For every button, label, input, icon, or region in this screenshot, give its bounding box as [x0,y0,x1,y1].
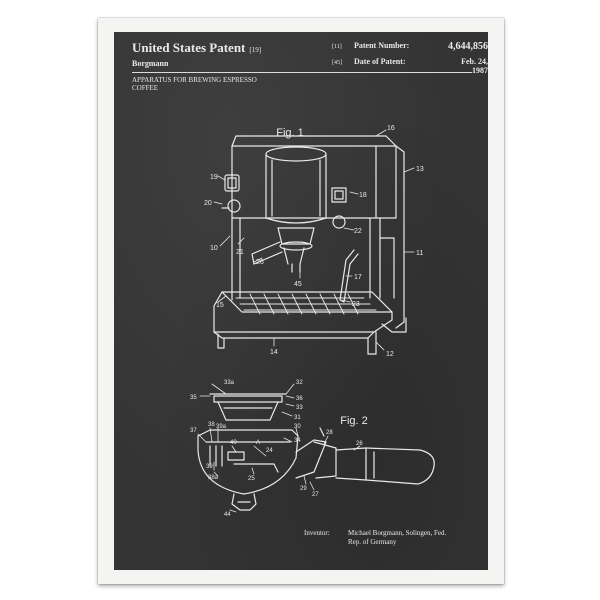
inventor-block: Inventor:Michael Borgmann, Solingen, Fed… [304,529,447,546]
inventor-surname: Borgmann [132,59,169,68]
patent-drawing: Fig. 1 Fig. 2 16 13 19 18 20 22 11 10 21… [190,125,435,518]
ref-label: 26 [256,259,264,266]
ref-label: 39 [206,464,213,470]
ref-label: 34 [294,438,301,444]
espresso-machine-drawing [213,135,407,355]
ref-label: 25 [248,476,255,482]
ref-label: 37 [190,428,197,434]
ref-label: 24 [266,448,273,454]
ref-label: 13 [416,166,424,173]
ref-label: 36 [296,396,303,402]
ref-label: A [256,440,260,446]
ref-label: 29 [300,486,307,492]
ref-label: 40 [230,440,237,446]
patent-date-row: [45]Date of Patent:Feb. 24, 1987 [332,57,488,75]
ref-label: 26 [356,441,363,447]
ref-label: 33 [296,405,303,411]
ref-label: 17 [354,274,362,281]
ref-label: 32 [296,380,303,386]
ref-label: 33a [224,380,235,386]
patent-date: Feb. 24, 1987 [461,57,488,75]
ref-label: 35 [190,395,197,401]
patent-number-row: [11]Patent Number:4,644,856 [332,41,488,52]
patent-poster: United States Patent[19] Borgmann [11]Pa… [114,32,488,570]
ref-label: 19 [210,174,218,181]
ref-label: 45 [294,281,302,288]
ref-label: 22 [354,228,362,235]
ref-label: 10 [210,245,218,252]
ref-label: 38a [208,475,219,481]
ref-label: 20 [204,200,212,207]
ref-label: 16 [387,125,395,132]
ref-label: 15 [216,302,224,309]
patent-title: United States Patent[19] [132,40,262,55]
ref-label: 27 [312,492,319,498]
poster-frame: United States Patent[19] Borgmann [11]Pa… [98,18,504,584]
fig1-label: Fig. 1 [276,127,304,139]
ref-label: 21 [236,249,244,256]
ref-label: 38 [208,422,215,428]
ref-label: 23 [352,301,360,308]
ref-label: 44 [224,512,231,518]
ref-label: 12 [386,351,394,358]
portafilter-drawing [197,393,435,511]
header-divider [132,72,472,73]
fig2-label: Fig. 2 [340,415,368,427]
ref-label: 39a [216,424,227,430]
ref-label: 28 [326,430,333,436]
ref-label: 14 [270,349,278,356]
ref-label: 31 [294,415,301,421]
patent-number: 4,644,856 [448,41,488,52]
patent-description: APPARATUS FOR BREWING ESPRESSO COFFEE [132,76,257,92]
ref-label: 18 [359,192,367,199]
ref-label: 11 [416,250,423,257]
ref-label: 30 [294,424,301,430]
